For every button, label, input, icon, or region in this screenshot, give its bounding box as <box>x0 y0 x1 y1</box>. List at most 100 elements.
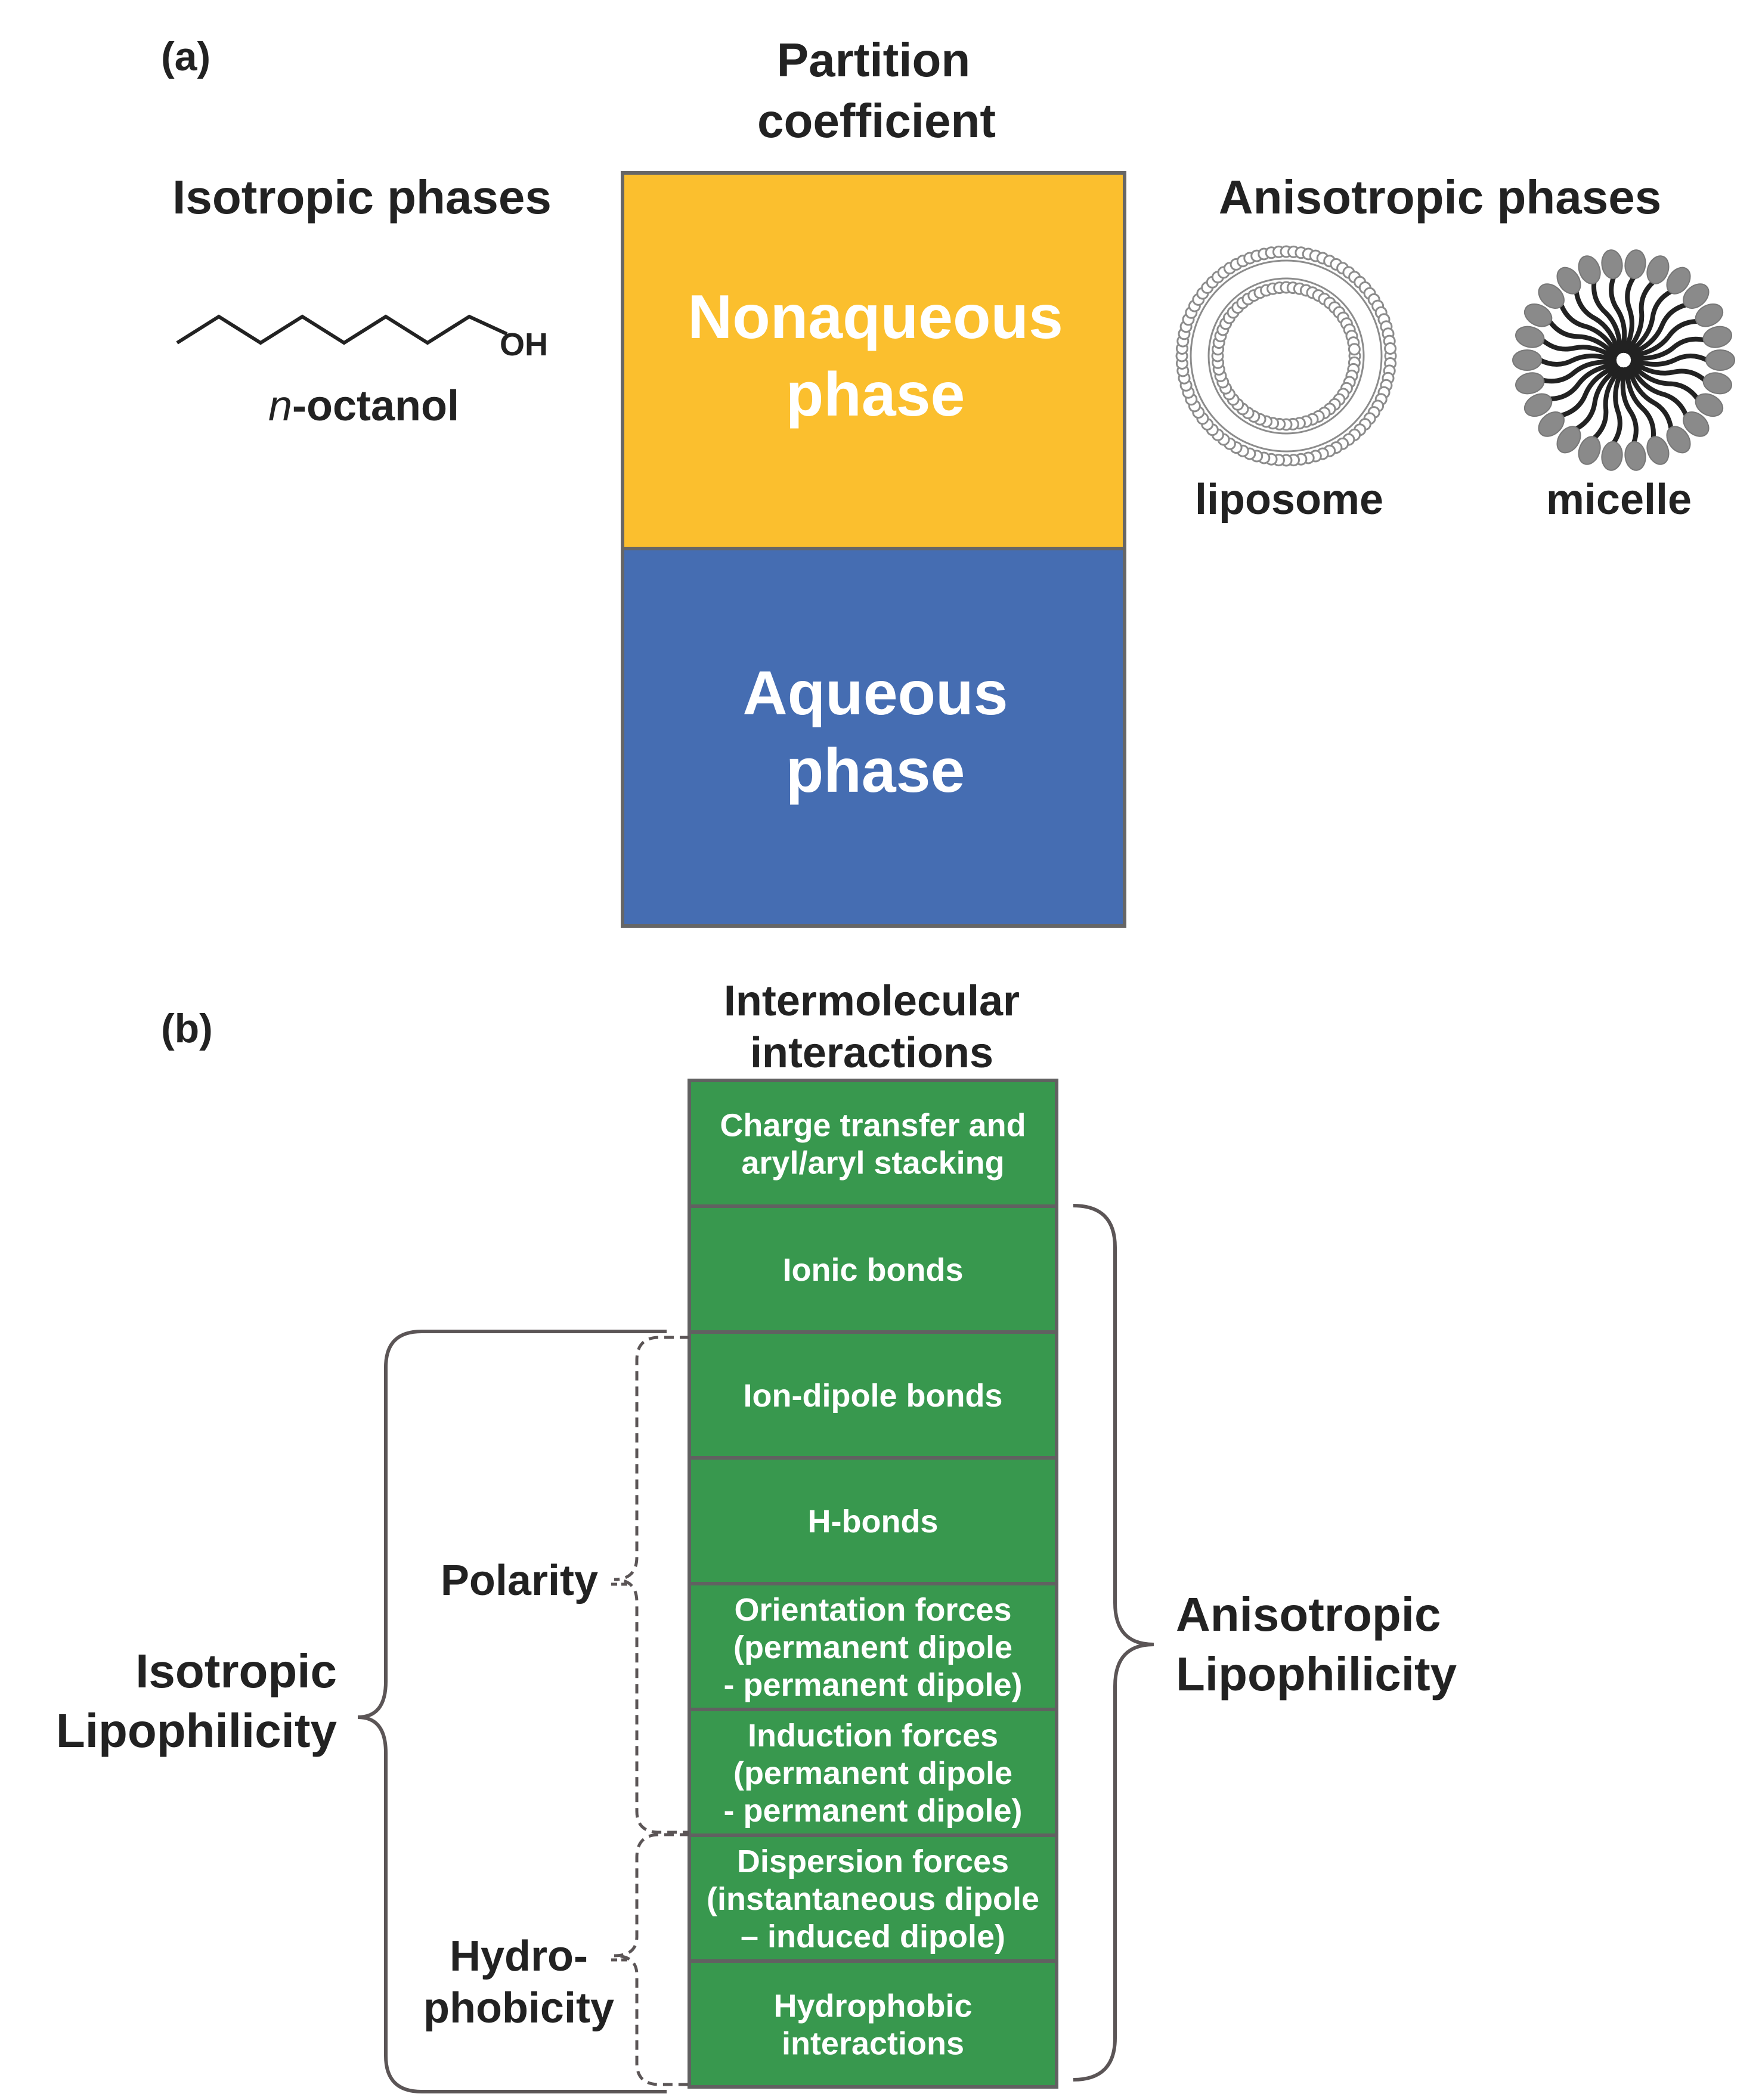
micelle-head <box>1666 267 1691 295</box>
polarity-brace <box>614 1336 689 1834</box>
liposome-bilayer-inner-line <box>1207 277 1365 435</box>
octanol-oh: OH <box>500 327 548 363</box>
micelle-head <box>1515 372 1545 395</box>
anisotropic-phases-title: Anisotropic phases <box>1219 171 1661 224</box>
micelle-tail <box>1547 318 1618 358</box>
micelle-head <box>1601 441 1623 471</box>
micelle-tail <box>1630 336 1707 361</box>
interaction-label-line: Charge transfer and <box>720 1107 1026 1143</box>
aqueous-phase-line-1: Aqueous <box>743 659 1008 728</box>
interaction-label-line: – induced dipole) <box>741 1919 1005 1955</box>
isotropic-lipophilicity-line-1: Isotropic <box>135 1644 337 1698</box>
micelle-label: micelle <box>1546 476 1692 524</box>
interaction-label-line: H-bonds <box>808 1504 939 1540</box>
panel-a-label: (a) <box>161 34 210 79</box>
partition-title-line-2: coefficient <box>757 94 996 147</box>
micelle-tail <box>1574 289 1621 355</box>
interaction-box <box>688 1456 1058 1585</box>
isotropic-lipophilicity-line-2: Lipophilicity <box>56 1704 337 1757</box>
interaction-label-line: - permanent dipole) <box>723 1667 1022 1703</box>
micelle-tail <box>1620 367 1639 445</box>
micelle-tail <box>1628 364 1689 418</box>
anisotropic-lipophilicity-line-1: Anisotropic <box>1176 1588 1441 1641</box>
micelle-head <box>1538 283 1565 309</box>
panel-b-label: (b) <box>161 1006 213 1051</box>
hydrophobicity-line-2: phobicity <box>423 1984 614 2032</box>
interaction-box <box>688 1204 1058 1334</box>
liposome-label: liposome <box>1195 476 1383 524</box>
nonaqueous-phase-line-2: phase <box>786 360 965 429</box>
micelle-head <box>1646 255 1670 284</box>
interaction-label-line: Orientation forces <box>734 1592 1011 1628</box>
interaction-label-line: - permanent dipole) <box>723 1793 1022 1829</box>
partition-coefficient-title: Partition coefficient <box>757 33 996 147</box>
interactions-title-line-1: Intermolecular <box>724 977 1020 1025</box>
isotropic-brace <box>357 1330 667 2093</box>
interaction-box <box>688 1079 1058 1208</box>
micelle-tail <box>1609 275 1627 354</box>
micelle-head <box>1695 393 1724 417</box>
liposome-inner-head <box>1348 343 1361 356</box>
octanol-label: n-octanol <box>268 382 459 430</box>
interaction-label-line: (permanent dipole <box>733 1630 1012 1665</box>
micelle-head <box>1523 393 1553 417</box>
micelle-head <box>1702 326 1732 348</box>
micelle-tail <box>1574 366 1621 432</box>
liposome-bilayer-outer-line <box>1190 259 1383 453</box>
micelle-head <box>1705 349 1735 371</box>
micelle-tail <box>1624 280 1656 354</box>
micelle-tail <box>1630 318 1700 358</box>
micelle-illustration <box>1512 249 1735 471</box>
interaction-label-line: Ionic bonds <box>783 1252 964 1288</box>
nonaqueous-phase-box <box>621 171 1126 550</box>
micelle-head <box>1578 255 1601 284</box>
octanol-prefix: n <box>268 382 292 430</box>
micelle-tail <box>1538 354 1617 367</box>
anisotropic-lipophilicity-line-2: Lipophilicity <box>1176 1647 1457 1701</box>
interaction-label-line: Ion-dipole bonds <box>744 1378 1003 1414</box>
micelle-head <box>1624 441 1646 471</box>
micelle-tail <box>1622 275 1636 354</box>
interaction-label-line: Induction forces <box>748 1718 998 1754</box>
micelle-head <box>1523 303 1553 327</box>
micelle-tail <box>1547 362 1618 402</box>
octanol-structure: OH n-octanol <box>176 314 548 430</box>
micelle-tail <box>1627 366 1674 432</box>
micelle-tail <box>1591 367 1623 441</box>
liposome-illustration <box>1175 245 1397 467</box>
micelle-head <box>1578 436 1601 465</box>
micelle-head <box>1666 426 1691 454</box>
micelle-head <box>1538 411 1565 437</box>
panel-a: (a) Partition coefficient Isotropic phas… <box>161 33 1735 928</box>
interaction-box <box>688 1708 1058 1837</box>
micelle-tail <box>1559 302 1619 357</box>
hydrophobicity-line-1: Hydro- <box>450 1932 588 1980</box>
hydrophobicity-brace <box>614 1833 689 2086</box>
interactions-title-line-2: interactions <box>750 1029 993 1077</box>
partition-title-line-1: Partition <box>777 33 970 86</box>
liposome-outer-head <box>1384 342 1397 355</box>
micelle-head <box>1556 267 1581 295</box>
micelle-tail <box>1624 367 1656 441</box>
micelle-tail <box>1540 337 1617 361</box>
interaction-box <box>688 1959 1058 2089</box>
octanol-chain <box>176 314 508 345</box>
interaction-box <box>688 1833 1058 1963</box>
interaction-label-line: (permanent dipole <box>733 1755 1012 1791</box>
micelle-head <box>1683 283 1710 309</box>
micelle-head <box>1512 349 1542 371</box>
micelle-head <box>1624 249 1646 280</box>
interaction-box <box>688 1582 1058 1711</box>
micelle-head <box>1515 326 1545 348</box>
micelle-head <box>1695 303 1724 327</box>
micelle-head <box>1702 372 1732 395</box>
aqueous-phase-line-2: phase <box>786 736 965 806</box>
micelle-tail <box>1628 302 1689 357</box>
micelle-tail <box>1631 354 1710 367</box>
micelle-tail <box>1559 364 1619 418</box>
anisotropic-brace <box>1073 1204 1154 2082</box>
interaction-label-line: aryl/aryl stacking <box>741 1145 1004 1181</box>
micelle-tail <box>1630 362 1700 402</box>
